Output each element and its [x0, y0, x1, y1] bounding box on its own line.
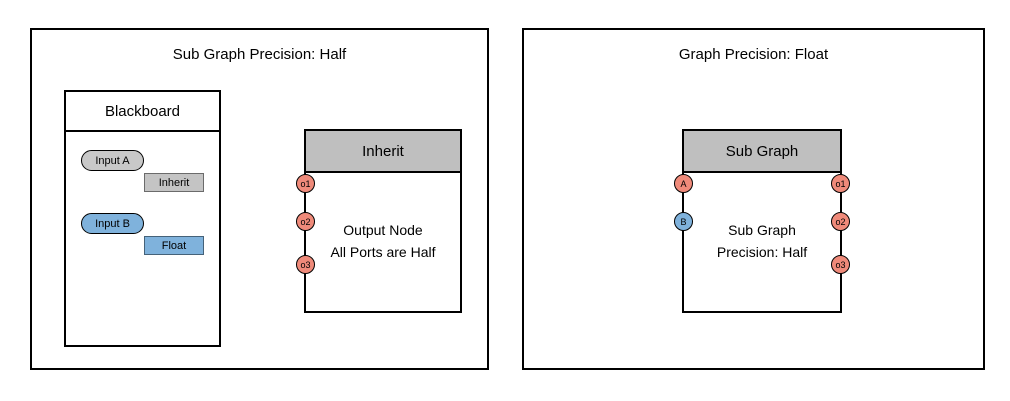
subgraph-panel-title: Sub Graph Precision: Half — [172, 46, 347, 63]
subgraph-node-body-line: Precision: Half — [716, 244, 808, 260]
blackboard-property-input-b: Input B — [81, 213, 144, 234]
subgraph-node-body-line: Sub Graph — [728, 222, 796, 239]
blackboard: Blackboard Input A Inherit Input B Float — [64, 90, 221, 347]
subgraph-panel: Sub Graph Precision: Half Blackboard Inp… — [30, 28, 489, 370]
blackboard-property-input-b-type: Float — [144, 236, 204, 255]
output-node-body: Output Node All Ports are Half — [306, 173, 460, 311]
input-port: o1 — [296, 174, 315, 193]
blackboard-property-input-a: Input A — [81, 150, 144, 171]
subgraph-node-body: Sub Graph Precision: Half — [684, 173, 840, 311]
input-port: A — [674, 174, 693, 193]
subgraph-node: Sub Graph Sub Graph Precision: Half A B … — [674, 129, 850, 313]
input-port: o3 — [296, 255, 315, 274]
output-node-body-line: All Ports are Half — [330, 244, 436, 260]
output-port: o1 — [831, 174, 850, 193]
output-node-title: Inherit — [306, 131, 460, 173]
subgraph-node-title: Sub Graph — [684, 131, 840, 173]
output-node-body-line: Output Node — [343, 222, 423, 239]
graph-panel-title: Graph Precision: Float — [678, 46, 829, 63]
output-node: Inherit Output Node All Ports are Half o… — [296, 129, 462, 313]
input-port: o2 — [296, 212, 315, 231]
graph-panel: Graph Precision: Float Sub Graph Sub Gra… — [522, 28, 985, 370]
input-port: B — [674, 212, 693, 231]
blackboard-title: Blackboard — [66, 92, 219, 132]
blackboard-property-input-a-type: Inherit — [144, 173, 204, 192]
output-port: o2 — [831, 212, 850, 231]
output-port: o3 — [831, 255, 850, 274]
